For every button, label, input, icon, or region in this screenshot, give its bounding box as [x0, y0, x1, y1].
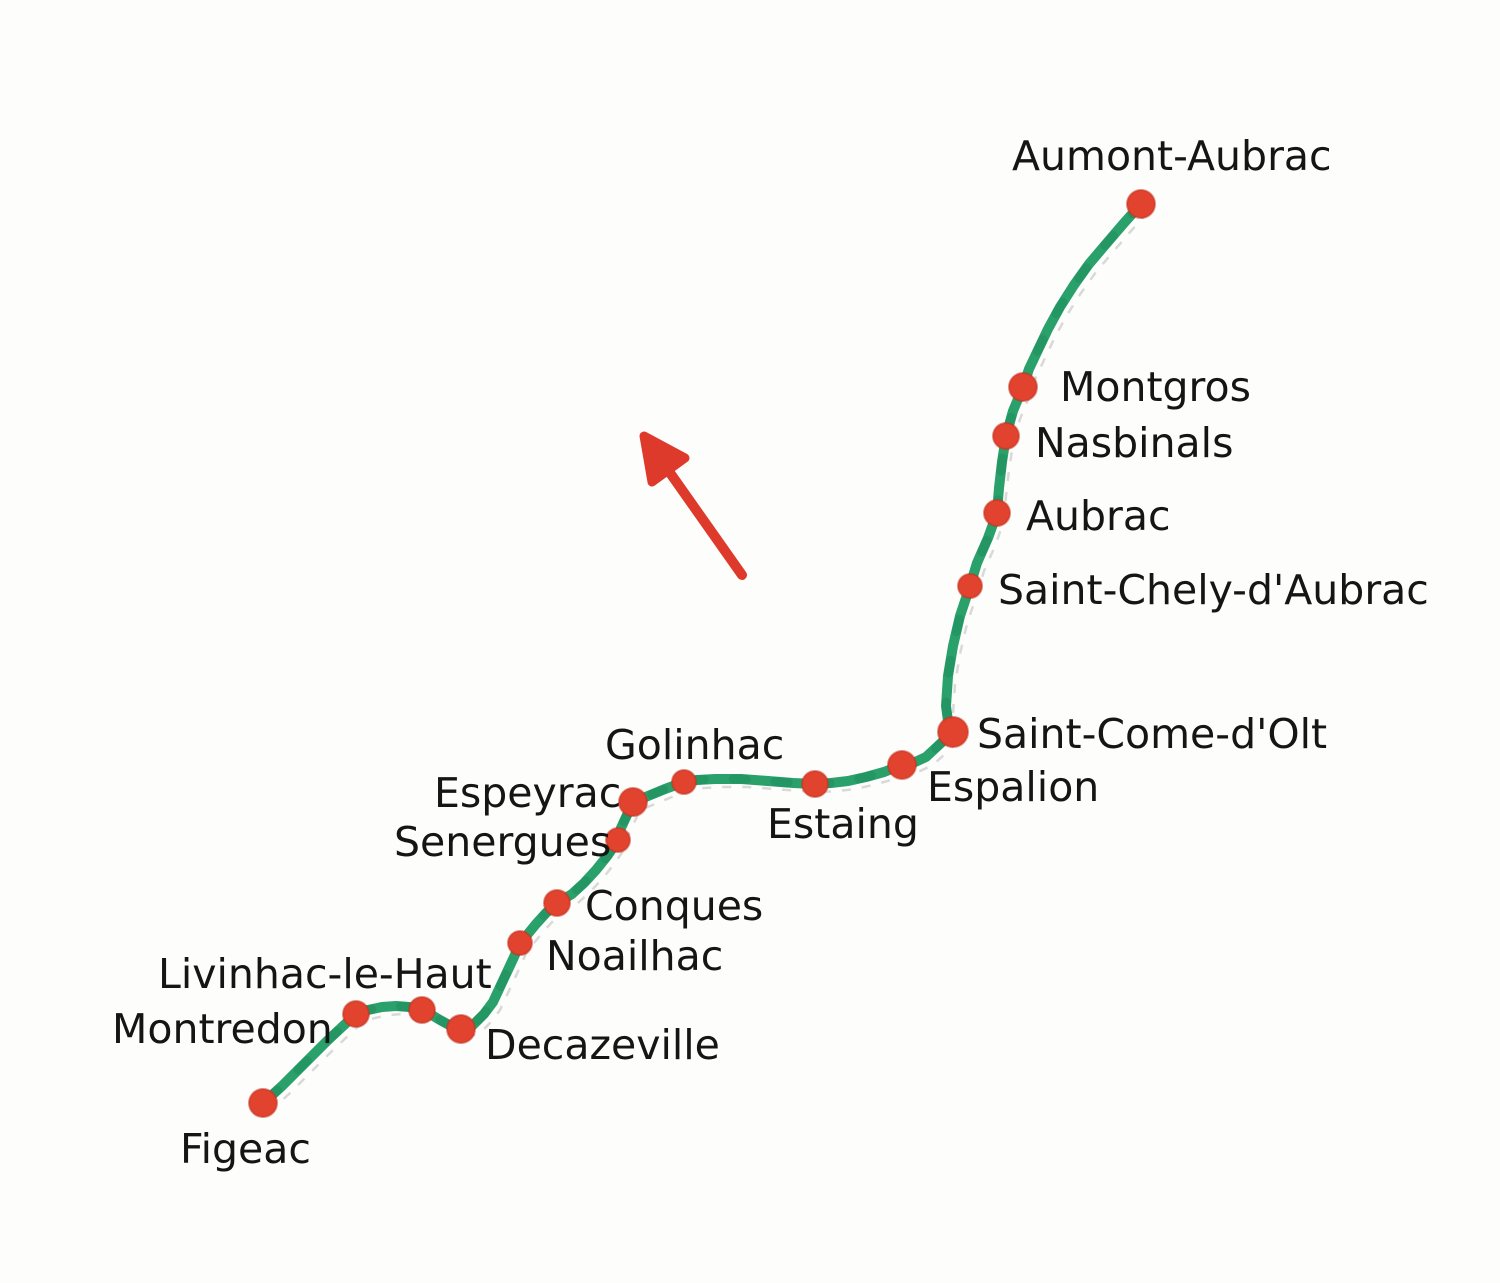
town-dot: [937, 716, 969, 748]
north-arrow-shaft: [663, 465, 747, 580]
labels-layer: Aumont-AubracMontgrosNasbinalsAubracSain…: [112, 132, 1429, 1173]
town-dot: [887, 750, 917, 780]
town-dot: [671, 769, 697, 795]
town-dot: [992, 422, 1020, 450]
town-dot: [507, 930, 533, 956]
town-label: Figeac: [180, 1125, 311, 1173]
town-label: Golinhac: [605, 721, 784, 769]
town-label: Estaing: [767, 800, 919, 848]
town-label: Livinhac-le-Haut: [158, 950, 492, 998]
town-label: Noailhac: [546, 932, 723, 980]
stops-layer: [248, 189, 1156, 1118]
town-dot: [1008, 372, 1038, 402]
town-label: Espeyrac: [434, 769, 621, 817]
town-label: Espalion: [927, 763, 1099, 811]
town-dot: [408, 996, 436, 1024]
town-dot: [342, 1000, 370, 1028]
town-dot: [801, 770, 829, 798]
north-arrow: [639, 431, 747, 580]
town-dot: [605, 827, 631, 853]
town-dot: [618, 787, 648, 817]
town-dot: [248, 1088, 278, 1118]
town-dot: [446, 1014, 476, 1044]
town-dot: [543, 889, 571, 917]
town-dot: [957, 573, 983, 599]
town-label: Senergues: [394, 818, 611, 866]
town-label: Montredon: [112, 1005, 333, 1053]
town-label: Decazeville: [485, 1021, 720, 1069]
north-arrow-head: [639, 431, 690, 487]
town-label: Aumont-Aubrac: [1012, 132, 1332, 180]
town-label: Montgros: [1060, 363, 1251, 411]
town-label: Aubrac: [1026, 492, 1171, 540]
town-label: Saint-Chely-d'Aubrac: [998, 566, 1429, 614]
town-label: Conques: [585, 882, 763, 930]
town-label: Nasbinals: [1035, 419, 1233, 467]
town-label: Saint-Come-d'Olt: [977, 710, 1327, 758]
town-dot: [1126, 189, 1156, 219]
town-dot: [983, 499, 1011, 527]
